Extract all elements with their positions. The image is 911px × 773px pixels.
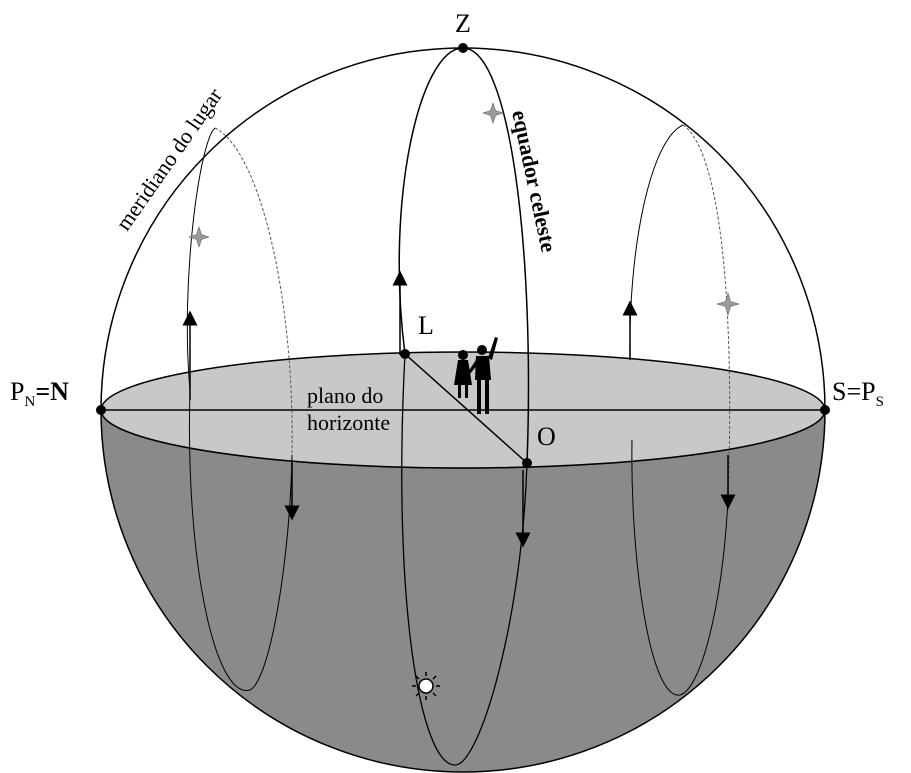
celestial-equator-label: equador celeste: [507, 108, 562, 255]
star-icon: [482, 102, 504, 124]
south-diurnal-circle-upper: [629, 124, 684, 361]
south-pole-label: S=PS: [832, 377, 884, 410]
west-point: [522, 458, 532, 468]
north-diurnal-circle-upper: [186, 127, 216, 391]
north-prefix: P: [10, 377, 24, 406]
north-diurnal-circle-lower: [188, 389, 293, 691]
east-west-line: [404, 353, 528, 464]
north-sub: N: [24, 394, 35, 410]
south-point: [820, 405, 830, 415]
meridian-label: meridiano do lugar: [111, 83, 228, 235]
svg-text:S=PS: S=PS: [832, 377, 884, 410]
star-icon: [715, 291, 741, 317]
east-point: [400, 349, 410, 359]
east-label: L: [418, 311, 434, 340]
north-point: [96, 405, 106, 415]
zenith-point: [458, 43, 468, 53]
svg-text:PN=N: PN=N: [10, 377, 69, 410]
south-sub: S: [876, 394, 884, 410]
north-pole-label: PN=N: [10, 377, 69, 410]
observers-icon: [454, 337, 498, 414]
star-icon: [188, 226, 210, 248]
south-diurnal-circle-lower: [631, 439, 729, 696]
north-suffix: =N: [35, 377, 69, 406]
south-diurnal-circle-right: [682, 124, 731, 501]
celestial-equator-lower: [401, 353, 528, 766]
zenith-label: Z: [455, 9, 471, 38]
horizon-label-line1: plano do: [307, 383, 383, 408]
sun-icon: [412, 672, 440, 700]
south-prefix: S=P: [832, 377, 876, 406]
horizon-label-line2: horizonte: [307, 410, 390, 435]
west-label: O: [537, 422, 556, 451]
